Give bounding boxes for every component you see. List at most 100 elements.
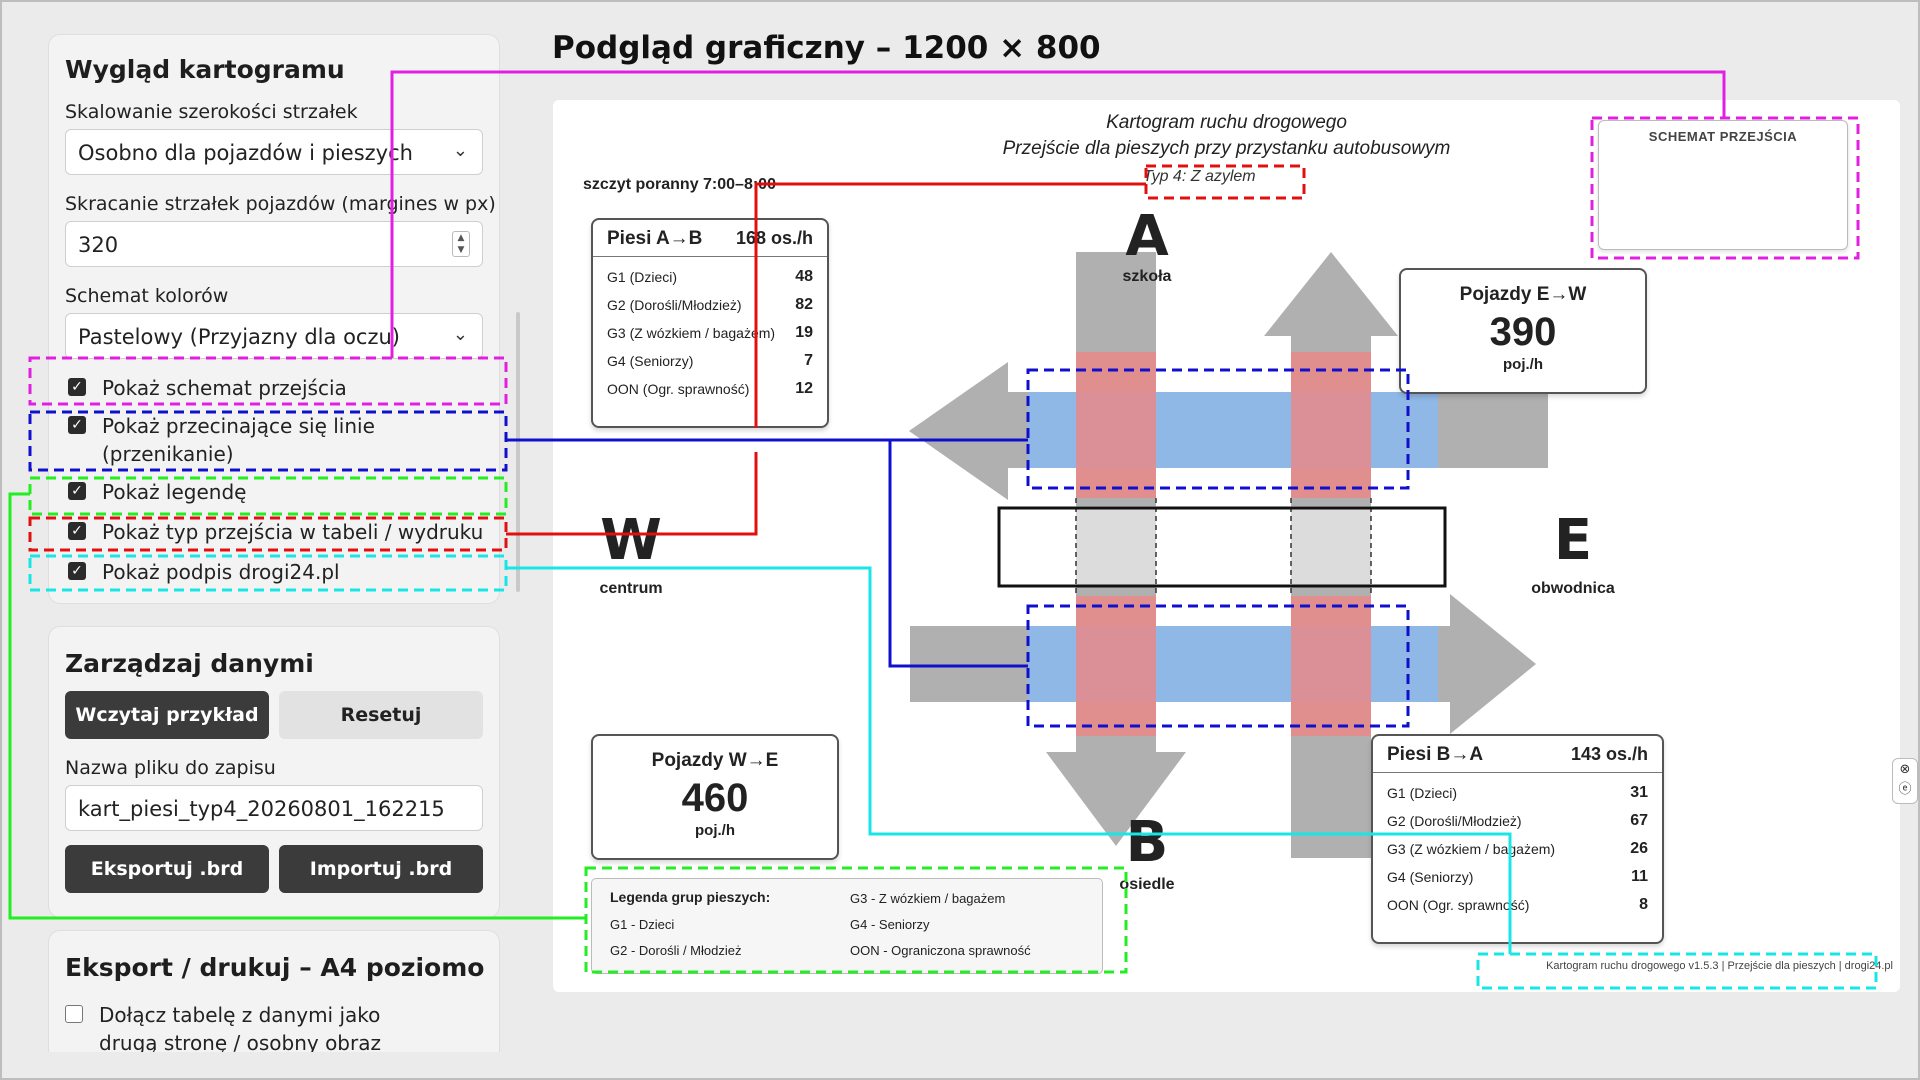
data-panel-title: Zarządzaj danymi [65,649,314,678]
row-value: 26 [1630,840,1648,857]
veh-we-arrow-head [1450,594,1536,734]
checkbox-attach-table[interactable]: Dołącz tabelę z danymi jako drugą stronę… [65,1001,465,1052]
median-island [997,506,1447,588]
chevron-down-icon: ⌄ [452,140,468,161]
checkbox-unchecked-icon[interactable] [65,1005,83,1023]
arrow-scaling-select[interactable]: Osobno dla pojazdów i pieszych ⌄ [65,129,483,175]
ped-ba-total: 143 os./h [1570,744,1648,764]
table-row: G3 (Z wózkiem / bagażem)19 [593,319,827,347]
ped-overlay-bottom-left [1076,596,1156,736]
veh-ew-title: Pojazdy E→W [1459,284,1587,305]
export-brd-button[interactable]: Eksportuj .brd [65,845,269,893]
filename-value: kart_piesi_typ4_20260801_162215 [78,797,445,821]
legend-item: G2 - Dorośli / Młodzież [610,943,742,958]
legend-item: G3 - Z wózkiem / bagażem [850,891,1006,906]
checkbox-show-legend[interactable]: ✓ Pokaż legendę [68,478,508,506]
sidebar: Wygląd kartogramu Skalowanie szerokości … [28,22,520,1052]
filename-input[interactable]: kart_piesi_typ4_20260801_162215 [65,785,483,831]
ped-overlay-bottom-right [1291,596,1371,736]
checkbox-checked-icon[interactable]: ✓ [68,378,86,396]
chevron-down-icon: ⌄ [452,324,468,345]
table-row: G4 (Seniorzy) 7 [593,347,827,375]
ped-ba-arrow-head [1264,252,1398,336]
crossing-type: Typ 4: Z azylem [1143,168,1256,185]
table-row: G4 (Seniorzy)11 [1373,863,1662,891]
sidebar-scrollbar[interactable] [516,312,520,592]
ped-ab-card: Piesi A→B 168 os./h G1 (Dzieci) 48 G2 (Do… [591,218,829,428]
checkbox-show-crossing-lines[interactable]: ✓ Pokaż przecinające się linie (przenika… [68,412,488,468]
side-controls[interactable]: ⊗ ⓔ [1892,758,1918,804]
ped-ba-card: Piesi B→A 143 os./h G1 (Dzieci) 31 G2 (Do… [1371,734,1664,944]
place-letter-e: E [1553,508,1593,573]
ped-ba-title: Piesi B→A [1387,744,1484,765]
asylum-zone-right [1291,506,1371,586]
asylum-zone-left [1076,506,1156,586]
data-panel: Zarządzaj danymi Wczytaj przykład Resetu… [48,626,500,918]
row-value: 67 [1630,812,1648,829]
reset-button[interactable]: Resetuj [279,691,483,739]
checkbox-checked-icon[interactable]: ✓ [68,482,86,500]
row-label: G3 (Z wózkiem / bagażem) [1387,841,1556,857]
row-value: 8 [1639,896,1648,913]
checkbox-label: Pokaż przecinające się linie (przenikani… [102,414,375,466]
row-value: 31 [1630,784,1648,801]
legend-item: OON - Ograniczona sprawność [850,943,1031,958]
row-value: 7 [804,352,813,369]
color-scheme-value: Pastelowy (Przyjazny dla oczu) [78,325,400,349]
scheme-title: SCHEMAT PRZEJŚCIA [1648,129,1798,144]
number-spinner-icon[interactable]: ▲▼ [452,231,470,257]
table-row: G2 (Dorośli/Młodzież)82 [593,291,827,319]
export-panel-title: Eksport / drukuj – A4 poziomo [65,953,485,982]
signature-footer: Kartogram ruchu drogowego v1.5.3 | Przej… [1546,960,1893,972]
legend-item: G1 - Dzieci [610,917,675,932]
arrow-shortening-input[interactable]: 320 ▲▼ [65,221,483,267]
row-label: G2 (Dorośli/Młodzież) [607,297,742,313]
checkbox-show-type[interactable]: ✓ Pokaż typ przejścia w tabeli / wydruku [68,518,508,546]
checkbox-label: Pokaż legendę [102,480,247,504]
table-row: G3 (Z wózkiem / bagażem) 26 [1373,835,1662,863]
import-brd-button[interactable]: Importuj .brd [279,845,483,893]
close-icon[interactable]: ⊗ [1899,761,1911,776]
arrow-shortening-value: 320 [78,233,119,257]
row-label: G3 (Z wózkiem / bagażem) [607,325,776,341]
place-name-a: szkoła [1122,268,1172,285]
ped-overlay-top-left [1076,352,1156,498]
veh-we-value: 460 [681,776,749,820]
row-label: G2 (Dorośli/Młodzież) [1387,813,1522,829]
place-letter-w: W [600,508,662,573]
peak-period: szczyt poranny 7:00–8:00 [583,176,776,193]
preview-title: Podgląd graficzny – 1200 × 800 [552,30,1101,66]
checkbox-checked-icon[interactable]: ✓ [68,562,86,580]
arrow-shortening-label: Skracanie strzałek pojazdów (margines w … [65,193,496,215]
place-name-e: obwodnica [1531,580,1615,597]
checkbox-checked-icon[interactable]: ✓ [68,416,86,434]
ped-ab-total: 168 os./h [735,228,813,248]
color-scheme-select[interactable]: Pastelowy (Przyjazny dla oczu) ⌄ [65,313,483,359]
row-label: OON (Ogr. sprawność) [607,381,750,397]
ped-ab-title: Piesi A→B [607,228,703,249]
veh-ew-card: Pojazdy E→W 390 poj./h [1399,268,1647,394]
crossing-scheme-card: SCHEMAT PRZEJŚCIA [1598,120,1848,250]
filename-label: Nazwa pliku do zapisu [65,757,276,779]
table-row: G2 (Dorośli/Młodzież) 67 [1373,807,1662,835]
veh-ew-arrow-head [909,362,1008,500]
table-row: G1 (Dzieci) 48 [593,263,827,291]
ped-ba-header: Piesi B→A 143 os./h [1373,736,1662,773]
checkbox-show-scheme[interactable]: ✓ Pokaż schemat przejścia [68,374,508,402]
checkbox-checked-icon[interactable]: ✓ [68,522,86,540]
table-row: OON (Ogr. sprawność)8 [1373,891,1662,919]
table-row: OON (Ogr. sprawność)12 [593,375,827,403]
arrow-scaling-label: Skalowanie szerokości strzałek [65,101,358,123]
info-icon[interactable]: ⓔ [1898,781,1912,796]
row-value: 48 [795,268,813,285]
place-name-w: centrum [599,580,663,597]
row-label: G1 (Dzieci) [1387,785,1458,801]
checkbox-show-signature[interactable]: ✓ Pokaż podpis drogi24.pl [68,558,508,586]
row-label: G1 (Dzieci) [607,269,678,285]
checkbox-label: Pokaż typ przejścia w tabeli / wydruku [102,520,484,544]
ped-overlay-top-right [1291,352,1371,498]
row-label: G4 (Seniorzy) [607,353,694,369]
export-panel: Eksport / drukuj – A4 poziomo Dołącz tab… [48,930,500,1052]
load-example-button[interactable]: Wczytaj przykład [65,691,269,739]
